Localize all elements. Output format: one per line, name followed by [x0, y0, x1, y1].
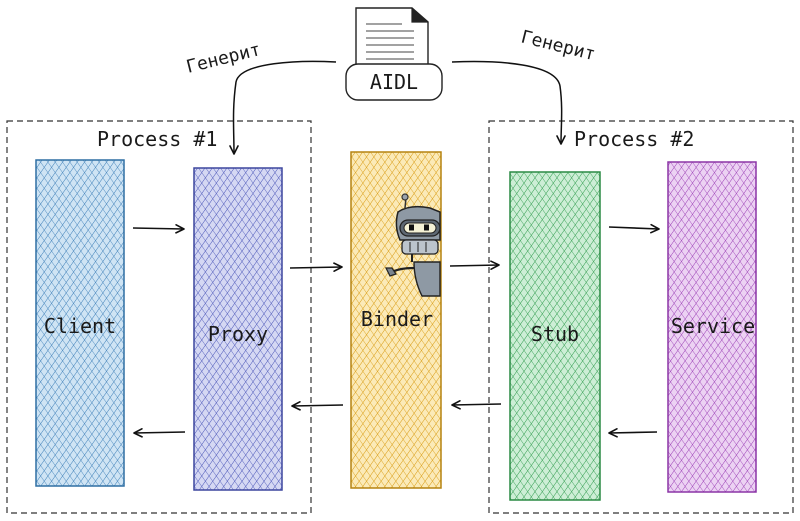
service-label: Service: [671, 314, 755, 338]
proxy-label: Proxy: [208, 322, 268, 346]
aidl-label: AIDL: [370, 70, 418, 94]
client-component: Client: [35, 159, 125, 487]
generate-arrow-left: [229, 60, 337, 155]
robot-mascot-icon: [385, 193, 441, 297]
arrow-proxy-to-client: [133, 428, 186, 438]
stub-label: Stub: [531, 322, 579, 346]
arrow-stub-to-binder: [451, 400, 502, 410]
generates-label-left: Генерит: [184, 39, 263, 78]
process-1-box: Process #1: [6, 120, 312, 514]
generates-label-right: Генерит: [519, 26, 598, 65]
stub-component: Stub: [509, 171, 601, 501]
process-1-title: Process #1: [97, 127, 217, 151]
process-2-title: Process #2: [574, 127, 694, 151]
generate-arrow-right: [451, 60, 566, 145]
proxy-component: Proxy: [193, 167, 283, 491]
binder-component: Binder: [350, 151, 442, 489]
arrow-client-to-proxy: [132, 224, 185, 234]
arrow-binder-to-proxy: [291, 401, 344, 411]
arrow-binder-to-stub: [449, 260, 500, 270]
aidl-document: AIDL: [345, 7, 443, 101]
arrow-service-to-stub: [608, 428, 658, 438]
process-2-box: Process #2: [488, 120, 794, 514]
arrow-stub-to-service: [608, 223, 660, 234]
binder-label: Binder: [361, 307, 433, 331]
arrow-proxy-to-binder: [289, 262, 343, 272]
client-label: Client: [44, 314, 116, 338]
service-component: Service: [667, 161, 757, 493]
